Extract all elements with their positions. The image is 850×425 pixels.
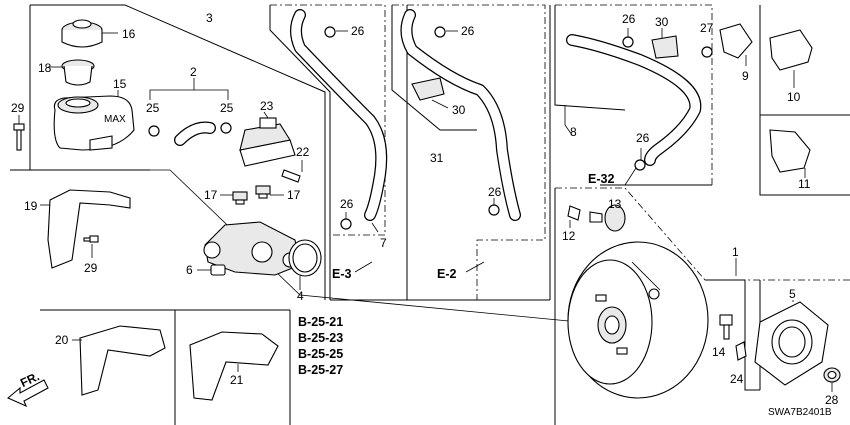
callout-4: 4 — [297, 289, 304, 303]
callout-30-mid: 30 — [452, 103, 466, 117]
ref-e32: E-32 — [588, 172, 614, 186]
bracket-20 — [72, 325, 166, 396]
cap-23-assembly — [239, 111, 303, 183]
bracket-9-assembly — [701, 23, 753, 66]
bracket-21 — [189, 331, 279, 401]
callout-17-left: 17 — [204, 188, 218, 202]
hose-2-assembly — [148, 78, 232, 146]
bracket-11 — [769, 129, 811, 178]
callout-18: 18 — [38, 61, 52, 75]
diagram-code: SWA7B2401B — [768, 407, 832, 418]
hose-31-assembly — [400, 9, 521, 221]
callout-1: 1 — [732, 245, 739, 259]
callout-26-f: 26 — [636, 131, 650, 145]
plugs-17 — [220, 185, 284, 205]
callout-26-c: 26 — [461, 24, 475, 38]
reference-labels: E-3 E-2 E-32 B-25-21 B-25-23 B-25-25 B-2… — [298, 172, 614, 377]
callout-labels: 16 18 15 29 3 2 25 25 23 22 17 17 19 29 … — [11, 11, 839, 407]
callout-29-top: 29 — [11, 101, 25, 115]
callout-17-right: 17 — [287, 188, 301, 202]
callout-5: 5 — [789, 287, 796, 301]
callout-8: 8 — [570, 125, 577, 139]
callout-28: 28 — [825, 393, 839, 407]
callout-25-right: 25 — [220, 101, 234, 115]
callout-11: 11 — [798, 177, 811, 191]
brake-booster — [567, 204, 841, 399]
callout-3: 3 — [206, 11, 213, 25]
callout-30-right: 30 — [655, 15, 669, 29]
callout-10: 10 — [787, 90, 801, 104]
callout-13: 13 — [608, 197, 622, 211]
callout-24: 24 — [730, 372, 744, 386]
ref-b-25-25: B-25-25 — [298, 347, 343, 361]
ref-e3: E-3 — [332, 267, 352, 281]
ref-e2: E-2 — [437, 267, 457, 281]
callout-26-a: 26 — [351, 24, 365, 38]
callout-20: 20 — [55, 333, 69, 347]
callout-14: 14 — [712, 345, 726, 359]
callout-31: 31 — [430, 151, 444, 165]
hose-7-assembly — [290, 9, 388, 233]
callout-15: 15 — [113, 77, 127, 91]
master-cylinder — [197, 221, 322, 290]
bracket-19 — [40, 189, 131, 269]
callout-27: 27 — [700, 21, 714, 35]
ref-b-25-21: B-25-21 — [298, 315, 343, 329]
frame-lines — [10, 4, 850, 425]
callout-6: 6 — [186, 263, 193, 277]
front-arrow — [6, 379, 49, 408]
ref-b-25-23: B-25-23 — [298, 331, 343, 345]
callout-9: 9 — [742, 69, 749, 83]
callout-16: 16 — [122, 27, 136, 41]
callout-21: 21 — [230, 373, 244, 387]
bracket-10 — [769, 29, 813, 88]
reservoir-max-mark: MAX — [104, 114, 126, 125]
callout-7: 7 — [380, 236, 387, 250]
callout-26-e: 26 — [622, 12, 636, 26]
callout-23: 23 — [260, 99, 274, 113]
callout-26-d: 26 — [488, 185, 502, 199]
callout-12: 12 — [562, 229, 576, 243]
callout-29-bottom: 29 — [84, 261, 98, 275]
callout-22: 22 — [296, 145, 310, 159]
reference-arrows — [354, 261, 485, 273]
ref-b-25-27: B-25-27 — [298, 363, 343, 377]
hose-8-assembly — [564, 28, 702, 186]
callout-2: 2 — [190, 65, 197, 79]
reservoir-assembly — [13, 19, 135, 151]
callout-26-b: 26 — [340, 197, 354, 211]
callout-25-left: 25 — [146, 101, 160, 115]
callout-19: 19 — [24, 199, 38, 213]
